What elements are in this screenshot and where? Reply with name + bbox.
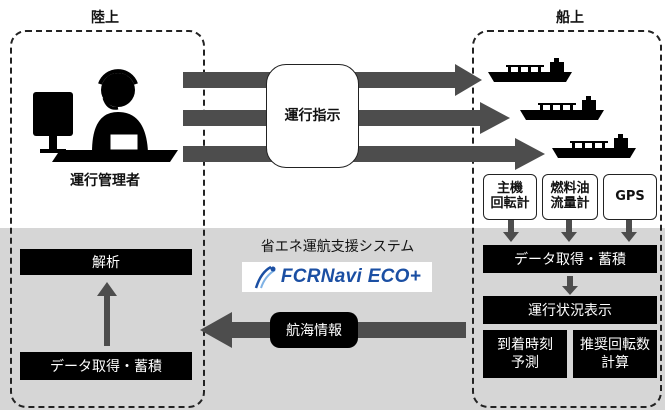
operator-icon (33, 69, 178, 162)
ship-data-acquisition: データ取得・蓄積 (483, 245, 657, 273)
land-data-acquisition-label: データ取得・蓄積 (50, 359, 162, 375)
instruction-arrows (183, 64, 545, 170)
recommended-rpm-label: 推奨回転数 計算 (580, 336, 650, 371)
land-data-acquisition: データ取得・蓄積 (20, 352, 192, 380)
land-title: 陸上 (91, 10, 119, 26)
instruction-arrow-3 (183, 138, 545, 170)
system-title: 省エネ運航支援システム (260, 239, 415, 255)
instruction-label: 運行指示 (284, 107, 341, 124)
sensor-arrows (503, 220, 637, 242)
arrival-prediction-label: 到着時刻 予測 (497, 336, 553, 371)
instruction-box: 運行指示 (266, 64, 359, 168)
ship-icon-3 (552, 134, 636, 158)
arrival-prediction: 到着時刻 予測 (483, 330, 567, 378)
logo-swoosh-icon (254, 265, 276, 289)
sensor-fuel-label: 燃料油 流量計 (550, 181, 590, 211)
logo-text: FCRNavi ECO+ (280, 266, 422, 287)
land-up-arrow (97, 282, 117, 346)
sensor-arrow-2 (561, 220, 577, 242)
ship-icon-1 (488, 58, 572, 82)
analysis-box: 解析 (20, 249, 192, 275)
sensor-rpm-label: 主機 回転計 (490, 181, 530, 211)
recommended-rpm: 推奨回転数 計算 (573, 330, 657, 378)
sensor-fuel-meter: 燃料油 流量計 (542, 174, 598, 220)
sensor-arrow-3 (621, 220, 637, 242)
analysis-label: 解析 (92, 255, 120, 271)
sensor-gps: GPS (603, 174, 657, 220)
status-display: 運行状況表示 (483, 296, 657, 324)
ship-data-acquisition-label: データ取得・蓄積 (514, 252, 626, 268)
ship-icon-2 (520, 96, 604, 120)
fcrnavi-logo: FCRNavi ECO+ (242, 262, 432, 292)
nav-info-label: 航海情報 (286, 323, 342, 339)
sensor-rpm-meter: 主機 回転計 (483, 174, 537, 220)
ship-icons (488, 58, 636, 158)
status-display-label: 運行状況表示 (528, 303, 612, 319)
land-region (10, 30, 205, 408)
sensor-gps-label: GPS (615, 188, 645, 204)
ship-title: 船上 (556, 10, 584, 26)
nav-info-box: 航海情報 (270, 312, 358, 348)
operator-label: 運行管理者 (70, 173, 140, 189)
sensor-arrow-1 (503, 220, 519, 242)
ship-internal-arrow (562, 276, 578, 295)
ship-region (472, 30, 662, 408)
